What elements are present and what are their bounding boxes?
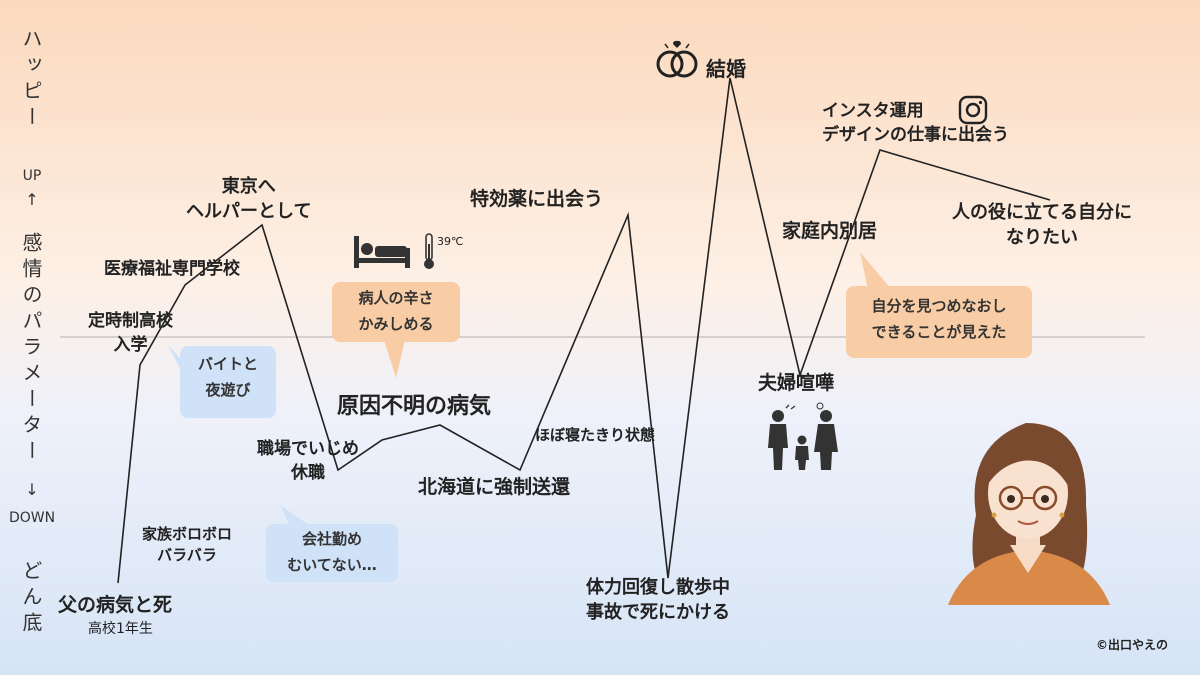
bubble-baito-line1: バイトと — [197, 355, 258, 373]
bubble-tail-company — [280, 505, 316, 530]
axis-down-label: DOWN — [8, 510, 56, 526]
axis-up-arrow: ↑ — [25, 190, 39, 209]
woman-portrait-icon — [948, 423, 1110, 605]
event-bullying-line1: 職場でいじめ — [257, 439, 359, 459]
event-tokyo: 東京へ ヘルパーとして — [186, 174, 311, 224]
bubble-sick-line2: かみしめる — [358, 314, 434, 333]
bubble-tail-sick — [384, 340, 405, 378]
event-tokyo-line1: 東京へ — [221, 176, 276, 197]
event-family: 家族ボロボロ バラバラ — [142, 524, 232, 566]
event-goal: 人の役に立てる自分に なりたい — [952, 200, 1132, 250]
event-family-line2: バラバラ — [157, 546, 217, 564]
axis-top-label: ハッピー — [19, 28, 43, 132]
axis-bottom-label: どん底 — [19, 560, 43, 638]
axis-middle-label: 感情のパラメーター — [19, 232, 43, 466]
event-goal-line1: 人の役に立てる自分に — [952, 202, 1132, 223]
event-accident-line2: 事故で死にかける — [586, 602, 730, 624]
event-goal-line2: なりたい — [1006, 227, 1078, 249]
bubble-company: 会社勤め むいてない… — [266, 524, 398, 582]
bubble-self-line1: 自分を見つめなおし — [871, 297, 1007, 315]
event-night-school-line1: 定時制高校 — [88, 311, 173, 331]
event-marriage: 結婚 — [706, 57, 746, 81]
event-instagram: インスタ運用 デザインの仕事に出会う — [822, 100, 1009, 148]
event-father-sub: 高校1年生 — [88, 621, 153, 637]
event-instagram-line1: インスタ運用 — [822, 101, 924, 121]
event-tokyo-line2: ヘルパーとして — [186, 201, 312, 223]
quarrel-family-icon — [768, 402, 838, 470]
copyright: ©出口やえの — [1095, 638, 1168, 652]
emotion-line — [117, 77, 1051, 584]
event-night-school-line2: 入学 — [113, 334, 148, 355]
event-separation: 家庭内別居 — [782, 220, 878, 242]
bubble-self-line2: できることが見えた — [871, 322, 1007, 341]
bubble-baito: バイトと 夜遊び — [180, 346, 276, 418]
event-bullying: 職場でいじめ 休職 — [257, 438, 359, 486]
event-instagram-line2: デザインの仕事に出会う — [822, 124, 1009, 145]
event-accident-line1: 体力回復し散歩中 — [586, 577, 730, 598]
bubble-company-line1: 会社勤め — [301, 530, 362, 548]
event-bedridden: ほぼ寝たきり状態 — [535, 426, 656, 444]
event-medicine: 特効薬に出会う — [470, 188, 604, 210]
instagram-icon — [958, 95, 988, 125]
event-father-illness: 父の病気と死 — [58, 594, 173, 616]
event-accident: 体力回復し散歩中 事故で死にかける — [586, 575, 730, 625]
event-family-line1: 家族ボロボロ — [142, 525, 233, 543]
bubble-company-line2: むいてない… — [287, 555, 377, 574]
axis-down-arrow: ↓ — [25, 480, 39, 499]
axis-up-label: UP — [22, 168, 42, 184]
bed-icon — [354, 236, 410, 268]
thermometer-label: 39℃ — [437, 235, 464, 248]
event-unknown-illness: 原因不明の病気 — [337, 394, 492, 419]
bubble-self: 自分を見つめなおし できることが見えた — [846, 286, 1032, 358]
bubble-sick-line1: 病人の辛さ — [358, 289, 434, 307]
event-bullying-line2: 休職 — [291, 462, 325, 483]
rings-icon — [656, 40, 698, 78]
thermometer-icon — [424, 233, 434, 269]
bubble-sick: 病人の辛さ かみしめる — [332, 282, 460, 342]
bubble-tail-self — [860, 252, 892, 290]
event-night-school: 定時制高校 入学 — [88, 310, 173, 358]
event-quarrel: 夫婦喧嘩 — [758, 372, 835, 394]
event-welfare-school: 医療福祉専門学校 — [104, 259, 240, 279]
bubble-baito-line2: 夜遊び — [205, 380, 251, 399]
event-hokkaido: 北海道に強制送還 — [418, 476, 571, 498]
